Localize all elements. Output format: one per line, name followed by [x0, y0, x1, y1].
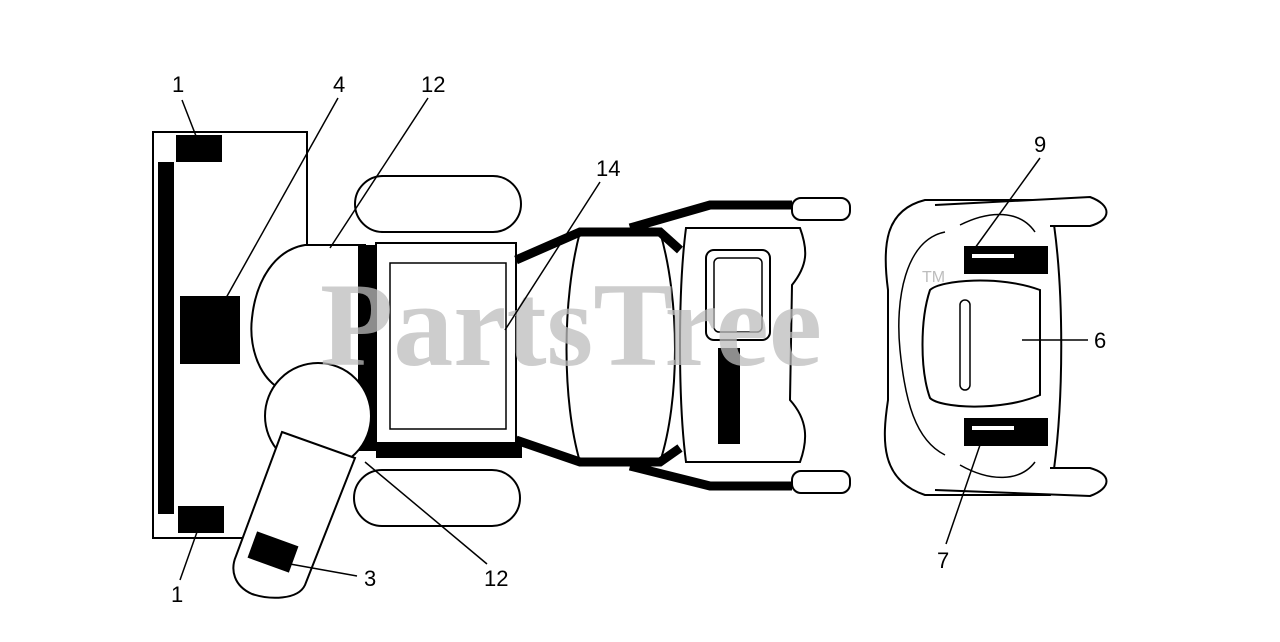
handle-grip-top [791, 197, 851, 221]
rear-wheel-top [354, 175, 522, 233]
callout-4: 4 [333, 72, 345, 97]
tiller-arm [232, 362, 372, 599]
callout-7: 7 [937, 548, 949, 573]
decal-7 [964, 418, 1048, 446]
watermark-text: PartsTree [320, 258, 822, 391]
watermark-trademark: TM [922, 269, 945, 286]
seat-area [358, 242, 522, 458]
callout-14: 14 [596, 156, 620, 181]
decal-1-top [176, 135, 222, 162]
handle-grip-bottom [791, 470, 851, 494]
leader-lines [179, 97, 1088, 581]
rear-wheel-bottom [353, 469, 521, 527]
callout-9: 9 [1034, 132, 1046, 157]
control-console [679, 227, 807, 463]
callout-labels: 1 4 12 14 9 6 7 12 3 1 [171, 72, 1106, 607]
callout-6: 6 [1094, 328, 1106, 353]
callout-12-bottom: 12 [484, 566, 508, 591]
decal-4 [180, 296, 240, 364]
chassis-frame [514, 200, 792, 491]
decal-1-bottom [178, 506, 224, 533]
callout-1-bottom: 1 [171, 582, 183, 607]
front-hood [883, 195, 1108, 498]
callout-3: 3 [364, 566, 376, 591]
callout-12-top: 12 [421, 72, 445, 97]
decal-3 [247, 531, 299, 573]
callout-1-top: 1 [172, 72, 184, 97]
decal-9 [964, 246, 1048, 274]
decal-console [718, 348, 740, 444]
